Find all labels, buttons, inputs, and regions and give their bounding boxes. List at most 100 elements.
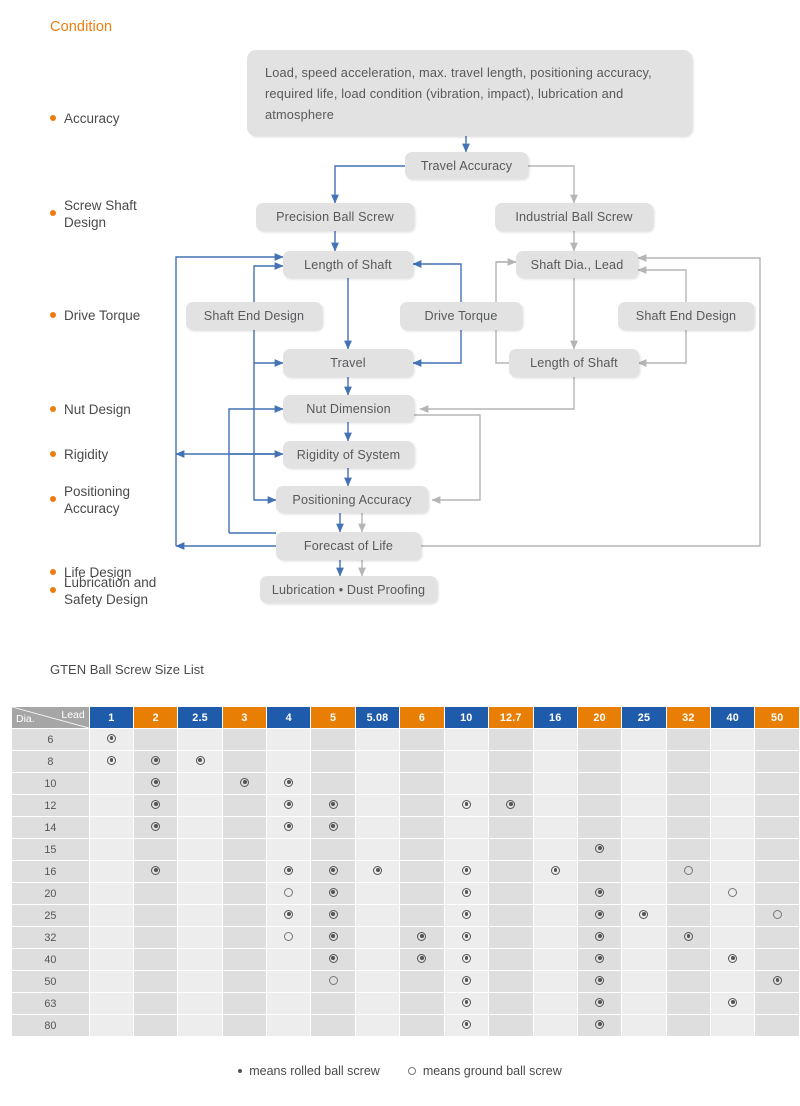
table-row: 12 xyxy=(12,795,799,816)
stage-label-lubrication-safety-design: Lubrication and Safety Design xyxy=(50,574,156,608)
cell-dia16-lead12.7 xyxy=(488,861,533,882)
dia-cell-50: 50 xyxy=(12,971,89,992)
rolled-ball-screw-icon xyxy=(106,755,116,765)
cell-dia14-lead3 xyxy=(222,817,267,838)
cell-dia63-lead25 xyxy=(622,993,666,1014)
cell-dia25-lead5 xyxy=(311,905,355,926)
cell-dia10-lead1 xyxy=(89,773,134,794)
lead-header-1: 1 xyxy=(89,707,134,728)
cell-dia15-lead12.7 xyxy=(488,839,533,860)
cell-dia25-lead10 xyxy=(444,905,488,926)
cell-dia63-lead2 xyxy=(134,993,178,1014)
dia-cell-10: 10 xyxy=(12,773,89,794)
cell-dia14-lead50 xyxy=(755,817,799,838)
stage-label-rigidity: Rigidity xyxy=(50,446,108,463)
node-length-of-shaft-right: Length of Shaft xyxy=(509,349,639,377)
cell-dia16-lead2.5 xyxy=(178,861,222,882)
dia-cell-32: 32 xyxy=(12,927,89,948)
cell-dia8-lead4 xyxy=(267,751,311,772)
ground-ball-screw-icon xyxy=(284,931,294,941)
cell-dia40-lead2 xyxy=(134,949,178,970)
cell-dia12-lead32 xyxy=(666,795,711,816)
cell-dia8-lead2 xyxy=(134,751,178,772)
cell-dia32-lead4 xyxy=(267,927,311,948)
cell-dia10-lead40 xyxy=(711,773,755,794)
rolled-ball-screw-icon xyxy=(595,997,605,1007)
ball-screw-selection-flowchart: Condition Accuracy Screw Shaft Design Dr… xyxy=(50,19,761,608)
cell-dia16-lead6 xyxy=(400,861,444,882)
rolled-ball-screw-icon xyxy=(683,931,693,941)
cell-dia20-lead4 xyxy=(267,883,311,904)
dia-cell-14: 14 xyxy=(12,817,89,838)
cell-dia20-lead6 xyxy=(400,883,444,904)
cell-dia15-lead5 xyxy=(311,839,355,860)
cell-dia63-lead10 xyxy=(444,993,488,1014)
lead-header-40: 40 xyxy=(711,707,755,728)
cell-dia80-lead2 xyxy=(134,1015,178,1036)
ground-ball-screw-icon xyxy=(328,975,338,985)
cell-dia40-lead3 xyxy=(222,949,267,970)
cell-dia8-lead40 xyxy=(711,751,755,772)
cell-dia15-lead2.5 xyxy=(178,839,222,860)
cell-dia50-lead4 xyxy=(267,971,311,992)
rolled-ball-screw-icon xyxy=(461,1019,471,1029)
cell-dia12-lead4 xyxy=(267,795,311,816)
cell-dia32-lead10 xyxy=(444,927,488,948)
table-row: 40 xyxy=(12,949,799,970)
node-length-of-shaft-left: Length of Shaft xyxy=(283,251,413,278)
cell-dia8-lead50 xyxy=(755,751,799,772)
rolled-ball-screw-icon xyxy=(595,843,605,853)
cell-dia14-lead16 xyxy=(533,817,577,838)
dia-cell-40: 40 xyxy=(12,949,89,970)
rolled-ball-screw-icon xyxy=(328,865,338,875)
rolled-ball-screw-icon xyxy=(595,1019,605,1029)
cell-dia15-lead32 xyxy=(666,839,711,860)
lead-header-4: 4 xyxy=(267,707,311,728)
cell-dia32-lead32 xyxy=(666,927,711,948)
rolled-ball-screw-icon xyxy=(461,931,471,941)
cell-dia16-lead16 xyxy=(533,861,577,882)
lead-header-6: 6 xyxy=(400,707,444,728)
rolled-ball-screw-icon xyxy=(595,909,605,919)
cell-dia10-lead2.5 xyxy=(178,773,222,794)
cell-dia40-lead25 xyxy=(622,949,666,970)
rolled-ball-screw-icon xyxy=(595,887,605,897)
cell-dia14-lead2 xyxy=(134,817,178,838)
rolled-ball-screw-icon xyxy=(328,931,338,941)
cell-dia6-lead3 xyxy=(222,729,267,750)
cell-dia63-lead6 xyxy=(400,993,444,1014)
cell-dia25-lead6 xyxy=(400,905,444,926)
rolled-ball-screw-icon xyxy=(595,931,605,941)
node-travel-accuracy: Travel Accuracy xyxy=(405,152,528,179)
table-row: 8 xyxy=(12,751,799,772)
cell-dia80-lead2.5 xyxy=(178,1015,222,1036)
cell-dia80-lead4 xyxy=(267,1015,311,1036)
cell-dia40-lead5.08 xyxy=(355,949,400,970)
cell-dia10-lead16 xyxy=(533,773,577,794)
cell-dia25-lead2 xyxy=(134,905,178,926)
node-lubrication-dust-proofing: Lubrication • Dust Proofing xyxy=(260,576,437,603)
dia-cell-16: 16 xyxy=(12,861,89,882)
ground-ball-screw-icon xyxy=(407,1067,416,1075)
cell-dia25-lead25 xyxy=(622,905,666,926)
rolled-ball-screw-icon xyxy=(151,755,161,765)
legend-item-rolled: means rolled ball screw xyxy=(238,1064,380,1078)
cell-dia25-lead32 xyxy=(666,905,711,926)
cell-dia16-lead25 xyxy=(622,861,666,882)
cell-dia20-lead5 xyxy=(311,883,355,904)
cell-dia80-lead3 xyxy=(222,1015,267,1036)
condition-heading: Condition xyxy=(50,19,113,35)
cell-dia40-lead12.7 xyxy=(488,949,533,970)
cell-dia12-lead1 xyxy=(89,795,134,816)
rolled-ball-screw-icon xyxy=(461,975,471,985)
cell-dia16-lead40 xyxy=(711,861,755,882)
cell-dia10-lead32 xyxy=(666,773,711,794)
dia-cell-63: 63 xyxy=(12,993,89,1014)
cell-dia40-lead20 xyxy=(577,949,622,970)
rolled-ball-screw-icon xyxy=(639,909,649,919)
cell-dia15-lead20 xyxy=(577,839,622,860)
cell-dia12-lead20 xyxy=(577,795,622,816)
rolled-ball-screw-icon xyxy=(417,953,427,963)
cell-dia15-lead5.08 xyxy=(355,839,400,860)
